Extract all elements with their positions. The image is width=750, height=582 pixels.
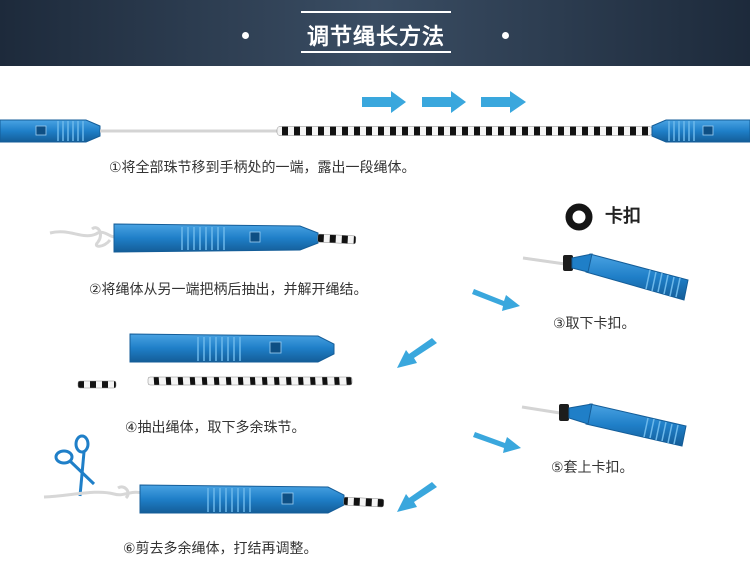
step6-caption: ⑥剪去多余绳体，打结再调整。 <box>123 541 318 557</box>
step1-left-handle-icon <box>0 119 101 143</box>
step2-caption: ②将绳体从另一端把柄后抽出，并解开绳结。 <box>89 282 368 298</box>
header-dot-left <box>242 32 249 39</box>
arrow-to-step4 <box>397 338 437 368</box>
step1-caption: ①将全部珠节移到手柄处的一端，露出一段绳体。 <box>109 160 416 176</box>
arrow-to-step5 <box>473 432 521 453</box>
clip-ring-icon <box>565 203 593 231</box>
step3-handle-icon <box>522 253 689 301</box>
step1-bead-rope-icon <box>276 126 653 136</box>
arrow-icon <box>481 91 526 113</box>
arrow-icon <box>473 432 521 453</box>
arrow-icon <box>397 482 437 512</box>
step6-handle-icon <box>139 484 345 514</box>
page-title: 调节绳长方法 <box>306 25 445 50</box>
title-frame: 调节绳长方法 <box>301 11 451 53</box>
step2-knot-rope <box>49 226 118 248</box>
step1-right-handle-icon <box>651 119 750 143</box>
step5-handle-icon <box>521 403 687 447</box>
step4-caption: ④抽出绳体，取下多余珠节。 <box>125 420 306 436</box>
step5-caption: ⑤套上卡扣。 <box>551 460 634 476</box>
clip-label: 卡扣 <box>605 206 641 227</box>
arrow-icon <box>397 338 437 368</box>
arrow-icon <box>422 91 466 113</box>
arrow-icon <box>362 91 406 113</box>
step3-caption: ③取下卡扣。 <box>553 316 636 332</box>
step4-loose-beads <box>77 376 353 389</box>
step6-bead-rope-icon <box>343 496 385 508</box>
scissors-icon <box>54 434 96 497</box>
header-dot-right <box>502 32 509 39</box>
step6-rope-end <box>43 485 143 500</box>
arrow-to-step6 <box>397 482 437 512</box>
arrow-icon <box>472 289 520 311</box>
step2-bead-rope-icon <box>317 233 357 245</box>
arrow-to-step3 <box>472 289 520 311</box>
header-bar: 调节绳长方法 <box>0 0 750 66</box>
step2-handle-icon <box>113 223 319 253</box>
step4-handle-icon <box>129 333 335 363</box>
step1-arrows <box>362 91 526 113</box>
